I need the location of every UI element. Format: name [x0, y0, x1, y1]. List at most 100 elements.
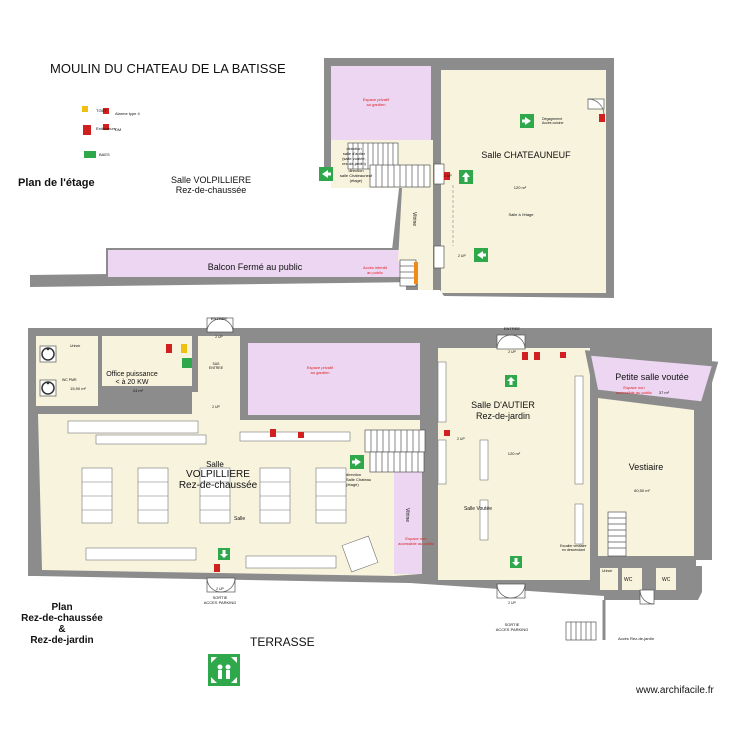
entree1-label: ENTREE [211, 316, 228, 321]
office-area: 24 m² [133, 388, 144, 393]
direction1-l3: (salle voutée, [342, 156, 366, 161]
salle-voutee-label: Salle Voutée [464, 506, 492, 512]
non-accessible-strip [394, 470, 422, 574]
wc1-label: WC [624, 577, 633, 583]
petite-salle-sub: Espace non [623, 385, 644, 390]
etage-volpilliere: Salle VOLPILLIERE [171, 175, 251, 185]
sas-up: 2 UP [212, 405, 220, 409]
acces-rdj-label: Accès Rez-de-jardin [618, 636, 654, 641]
rdc-heading-l4: Rez-de-jardin [30, 635, 93, 646]
rdc-stairs [364, 429, 426, 473]
plan-title: MOULIN DU CHATEAU DE LA BATISSE [50, 61, 286, 76]
wc2-label: WC [662, 577, 671, 583]
etage-heading: Plan de l'étage [18, 177, 95, 189]
acces-interdit-sub: au public [367, 270, 383, 275]
salle-v-label: Salle [234, 516, 245, 522]
direction2-l3: (étage) [350, 178, 363, 183]
petite-salle-voutee [584, 350, 719, 407]
wc-room-1 [622, 568, 642, 590]
sas-label: SAS [212, 362, 220, 366]
entree2-up: 2 UP [508, 350, 516, 354]
rdc-heading-l1: Plan [51, 602, 72, 613]
hall-tables [67, 361, 584, 573]
etage-volpilliere-sub: Rez-de-chaussée [176, 185, 247, 195]
acces-parking1: ACCES PARKING [204, 600, 237, 605]
office-room [102, 336, 192, 386]
rdc-direction-l2: Salle Chateau [346, 477, 371, 482]
etage-vitrine: Vitrine [411, 212, 417, 226]
espace-non-label: Espace non [405, 536, 426, 541]
office-sub: < à 20 KW [116, 379, 149, 386]
volpilliere-sub: Rez-de-chaussée [179, 480, 258, 491]
degagement-label: Dégagement [542, 117, 562, 121]
etage-private-room [331, 66, 431, 140]
sas-sub: ENTREE [209, 366, 224, 370]
exit-sign-icon [520, 114, 534, 128]
urinoir-room [600, 568, 618, 590]
autier-sub: Rez-de-jardin [476, 411, 530, 421]
autier-label: Salle D'AUTIER [471, 400, 535, 410]
exit-sign-icon [84, 151, 96, 158]
terrasse-label: TERRASSE [250, 635, 315, 649]
acces-interdit: Accès interdit [363, 265, 388, 270]
entree2-label: ENTREE [504, 326, 521, 331]
rdc-heading-l3: & [58, 624, 65, 635]
rdc-direction-l1: direction [346, 472, 361, 477]
salle-label: Salle [206, 460, 224, 469]
balcon-door-marker [414, 262, 418, 284]
direction1-l2: salle d'autier [343, 151, 366, 156]
watermark: www.archifacile.fr [635, 685, 714, 696]
rdc-heading-l2: Rez-de-chaussée [21, 613, 103, 624]
chateauneuf-label: Salle CHATEAUNEUF [481, 150, 571, 160]
etage-up2: 2 UP [458, 254, 466, 258]
petite-salle-area: 37 m² [659, 390, 670, 395]
rdc-private-room [248, 343, 420, 415]
direction1-l1: direction [346, 146, 361, 151]
wc-room-2 [656, 568, 676, 590]
balcon-label: Balcon Fermé au public [208, 262, 303, 272]
exit-sign-icon [459, 170, 473, 184]
espace-non-sub: accessible au public [398, 541, 434, 546]
chateauneuf-area: 120 m² [514, 185, 527, 190]
rdc-vitrine: Vitrine [404, 508, 410, 522]
degagement-sub: Accès cuisine [542, 121, 563, 125]
legend-extincteurs: Extincteurs [96, 126, 116, 131]
wc-area: 15,90 m² [70, 386, 86, 391]
etage-private-label: Espace privatif [363, 97, 390, 102]
fire-extinguisher-icons [82, 106, 605, 572]
legend-alarme: Alarme type 4 [115, 111, 140, 116]
autier-up: 2 UP [457, 437, 465, 441]
exit-sign-icons [84, 114, 534, 568]
exit-sign-icon [505, 375, 517, 387]
autier-area: 120 m² [508, 451, 521, 456]
vestiaire-stair [607, 511, 627, 557]
sortie1-label: SORTIE [213, 595, 228, 600]
salle-etage-label: Salle à l'étage [508, 212, 534, 217]
legend-tgbt: TGBT [96, 108, 107, 113]
exit-sign-icon [319, 167, 333, 181]
legend-baes: BAES [99, 152, 110, 157]
rdc-direction-l3: (étage) [346, 482, 359, 487]
rdc-private-label: Espace privatif [307, 365, 334, 370]
assembly-point-icon [208, 654, 240, 686]
rdj-stair [565, 621, 597, 641]
petite-salle-label: Petite salle voutée [615, 372, 689, 382]
rdc-doors [206, 317, 655, 605]
vestiaire-area: 60,50 m² [634, 488, 650, 493]
vestiaire-label: Vestiaire [629, 462, 664, 472]
pmr-icons [39, 345, 57, 397]
sortie2-label: SORTIE [505, 622, 520, 627]
exit-sign-icon [474, 248, 488, 262]
urinoir2-label: Urinoir [602, 569, 613, 573]
rdc-private-sub: au gardien [311, 370, 330, 375]
legend-dm: DM [115, 127, 121, 132]
wc-pmr-label: WC PMR [62, 378, 77, 382]
sortie1-up: 2 UP [216, 587, 224, 591]
etage-up1: 2 UP [444, 174, 452, 178]
direction2-l2: salle Chateauneuf [340, 173, 373, 178]
urinoir-label: Urinoir [70, 344, 81, 348]
sortie2-up: 2 UP [508, 601, 516, 605]
office-label: Office puissance [106, 371, 158, 378]
escalier-label: Escalier vestiaire [560, 544, 587, 548]
